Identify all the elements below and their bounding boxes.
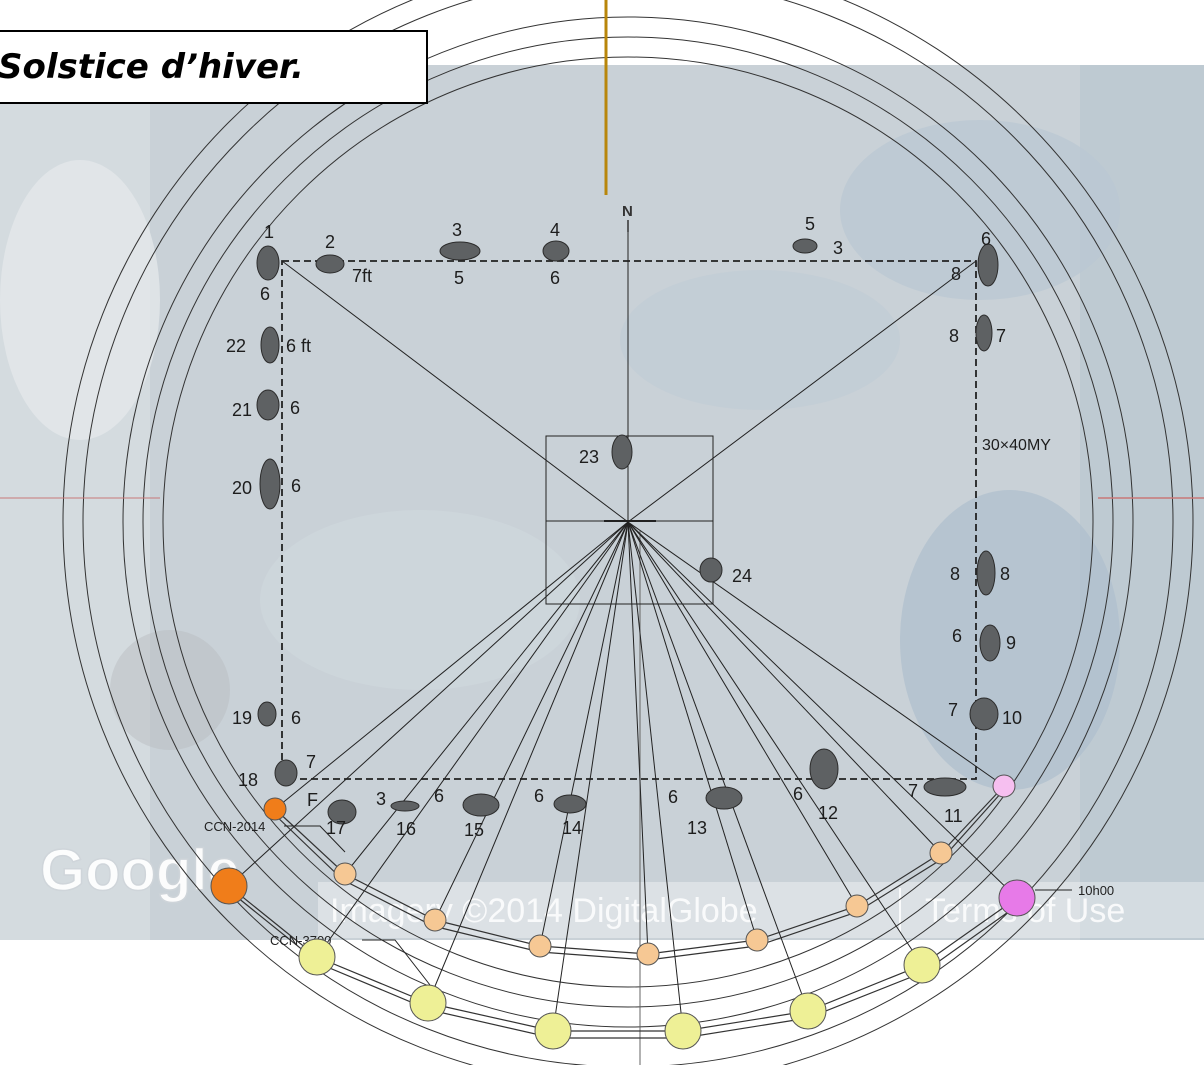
stone-18-number: 18	[238, 770, 258, 790]
sun-dot-yellow	[534, 1012, 572, 1050]
stone-2-size: 7ft	[352, 266, 372, 286]
stone-2-number: 2	[325, 232, 335, 252]
stone-10-size: 7	[948, 700, 958, 720]
stone-15-size: 6	[434, 786, 444, 806]
stone-4-number: 4	[550, 220, 560, 240]
sun-dot-peach	[333, 862, 357, 886]
stone-19-size: 6	[291, 708, 301, 728]
dimension-label: 30×40MY	[982, 437, 1051, 454]
sun-dot-peach	[423, 908, 447, 932]
sun-dots-outer	[210, 867, 1036, 1050]
stone-23-number: 23	[579, 447, 599, 467]
callout-lines	[284, 825, 1072, 986]
sun-dot-peach	[929, 841, 953, 865]
sun-dot-pink-light	[992, 774, 1016, 798]
stone-7-size: 8	[949, 326, 959, 346]
sun-dot-orange-large	[210, 867, 248, 905]
google-logo: Google	[40, 838, 240, 903]
stone-21-number: 21	[232, 400, 252, 420]
title-box: Solstice d’hiver.	[0, 30, 428, 104]
stone-20-size: 6	[291, 476, 301, 496]
stone-rectangle-outline	[281, 260, 977, 780]
stones	[256, 238, 1001, 825]
sun-dot-yellow	[298, 938, 336, 976]
central-square	[545, 435, 714, 605]
time-label: 10h00	[1078, 883, 1114, 898]
stone-11-number: 11	[944, 806, 963, 826]
stone-labels: 1 6 2 7ft 3 5 4 6 5 3 6 8 7 8 8 8 9 6 10…	[226, 214, 1022, 840]
compass-north-letter: N	[622, 203, 633, 220]
stone-22-number: 22	[226, 336, 246, 356]
stone-1-number: 1	[264, 222, 274, 242]
stone-14-number: 14	[562, 818, 582, 838]
sun-dot-orange-small	[263, 797, 287, 821]
stone-8-number: 8	[1000, 564, 1010, 584]
sun-dots-inner	[263, 774, 1016, 966]
stone-13-number: 13	[687, 818, 707, 838]
stone-9-size: 6	[952, 626, 962, 646]
concentric-circles	[62, 0, 1194, 1065]
diagonal-lines	[281, 260, 1005, 787]
stone-4-size: 6	[550, 268, 560, 288]
stone-15-number: 15	[464, 820, 484, 840]
stone-22-size: 6 ft	[286, 336, 311, 356]
stone-5-number: 5	[805, 214, 815, 234]
stone-6-number: 6	[981, 229, 991, 249]
stone-12-size: 6	[793, 784, 803, 804]
stone-24-number: 24	[732, 566, 752, 586]
stone-9-number: 9	[1006, 633, 1016, 653]
stone-20-number: 20	[232, 478, 252, 498]
stone-7-number: 7	[996, 326, 1006, 346]
sun-dot-yellow	[789, 992, 827, 1030]
stone-12-number: 12	[818, 803, 838, 823]
ccn-2014-label: CCN-2014	[204, 819, 265, 834]
sun-dot-yellow	[903, 946, 941, 984]
stone-18-size: 7	[306, 752, 316, 772]
stone-3-number: 3	[452, 220, 462, 240]
sun-dot-yellow	[409, 984, 447, 1022]
stone-6-size: 8	[951, 264, 961, 284]
page-title: Solstice d’hiver.	[0, 47, 304, 87]
stone-5-size: 3	[833, 238, 843, 258]
stone-16-number: 16	[396, 819, 416, 839]
sun-dot-peach	[528, 934, 552, 958]
stone-14-size: 6	[534, 786, 544, 806]
stone-1-size: 6	[260, 284, 270, 304]
stone-13-size: 6	[668, 787, 678, 807]
stone-8-size: 8	[950, 564, 960, 584]
sun-dot-yellow	[664, 1012, 702, 1050]
sight-lines	[228, 521, 1018, 1032]
sun-dot-peach	[636, 942, 660, 966]
sun-dot-magenta	[998, 879, 1036, 917]
stone-17-number: 17	[326, 818, 346, 838]
stone-19-number: 19	[232, 708, 252, 728]
stone-21-size: 6	[290, 398, 300, 418]
stone-16-size: 3	[376, 789, 386, 809]
sun-dot-peach	[845, 894, 869, 918]
stone-11-size: 7	[908, 781, 918, 801]
aerial-background	[0, 65, 1204, 1065]
stone-3-size: 5	[454, 268, 464, 288]
stone-10-number: 10	[1002, 708, 1022, 728]
imagery-credit-text: Imagery ©2014 DigitalGlobe	[330, 892, 758, 930]
stone-17-size: F	[307, 790, 318, 810]
sun-dot-peach	[745, 928, 769, 952]
